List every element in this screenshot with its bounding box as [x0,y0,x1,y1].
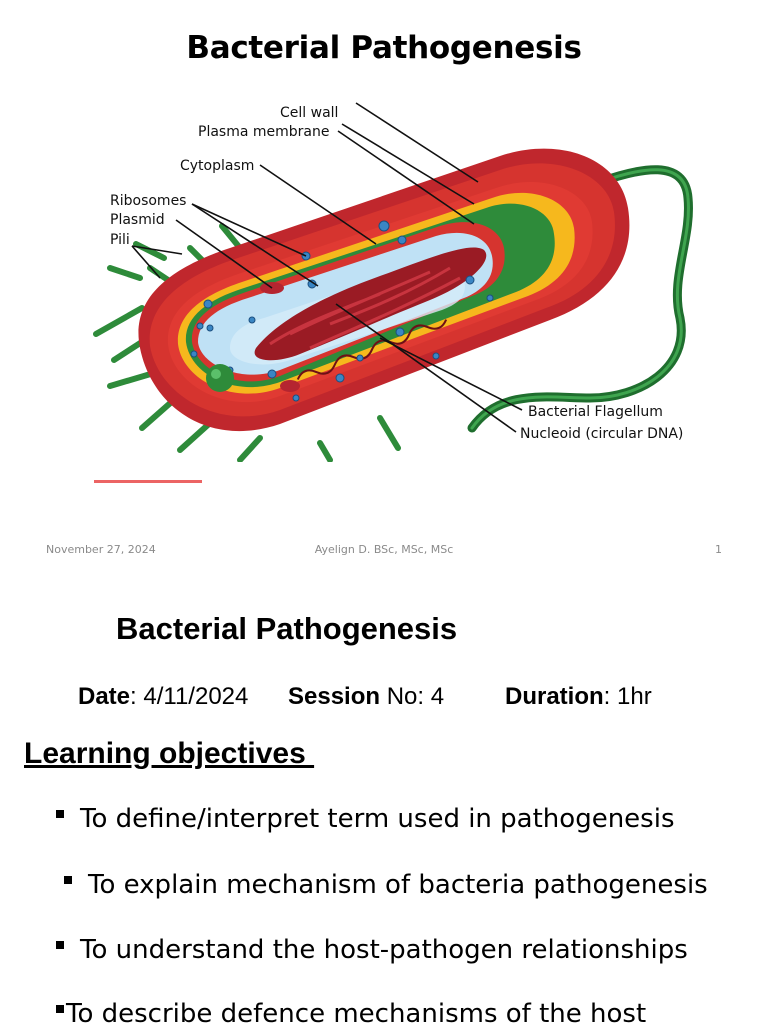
footer-date: November 27, 2024 [46,543,156,556]
session-value: No: 4 [380,683,445,710]
slide-2: Bacterial Pathogenesis Date: 4/11/2024 S… [0,575,768,1029]
nucleoid [254,247,487,380]
decorative-scribble [94,480,202,483]
label-nucleoid: Nucleoid (circular DNA) [520,426,683,442]
label-pili: Pili [110,232,130,248]
slide-title: Bacterial Pathogenesis [116,611,458,646]
bullet-icon [56,809,64,818]
objective-item: To define/interpret term used in pathoge… [56,804,674,834]
bullet-icon [64,875,72,884]
objectives-heading: Learning objectives [24,737,315,770]
footer-page-number: 1 [715,543,722,556]
label-cell-wall: Cell wall [280,105,338,121]
label-plasma-membrane: Plasma membrane [198,124,329,140]
objective-text: To describe defence mechanisms of the ho… [66,999,647,1029]
label-cytoplasm: Cytoplasm [180,158,254,174]
bacterial-cell-diagram: Cell wall Plasma membrane Cytoplasm Ribo… [80,98,700,462]
bullet-icon [56,940,64,949]
session-duration: Duration: 1hr [505,683,652,711]
ribosomes [190,220,494,402]
session-label: Session [288,683,381,710]
label-flagellum: Bacterial Flagellum [528,404,663,420]
footer-author: Ayelign D. BSc, MSc, MSc [314,543,454,556]
objective-text: To understand the host-pathogen relation… [80,935,688,965]
date-value: : 4/11/2024 [130,683,249,710]
objective-text: To define/interpret term used in pathoge… [80,804,675,834]
duration-value: : 1hr [603,683,652,710]
objective-item: To understand the host-pathogen relation… [56,935,688,965]
duration-label: Duration [505,683,604,710]
label-plasmid: Plasmid [110,212,165,228]
session-date: Date: 4/11/2024 [78,683,248,711]
label-ribosomes: Ribosomes [110,193,186,209]
objective-item: To explain mechanism of bacteria pathoge… [64,870,708,900]
session-number: Session No: 4 [288,683,444,711]
date-label: Date [78,683,131,710]
slide-1: Bacterial Pathogenesis [46,30,722,556]
objective-item: To describe defence mechanisms of the ho… [56,999,646,1029]
slide-title: Bacterial Pathogenesis [186,30,582,66]
bullet-icon [56,1004,64,1013]
objective-text: To explain mechanism of bacteria pathoge… [88,870,708,900]
